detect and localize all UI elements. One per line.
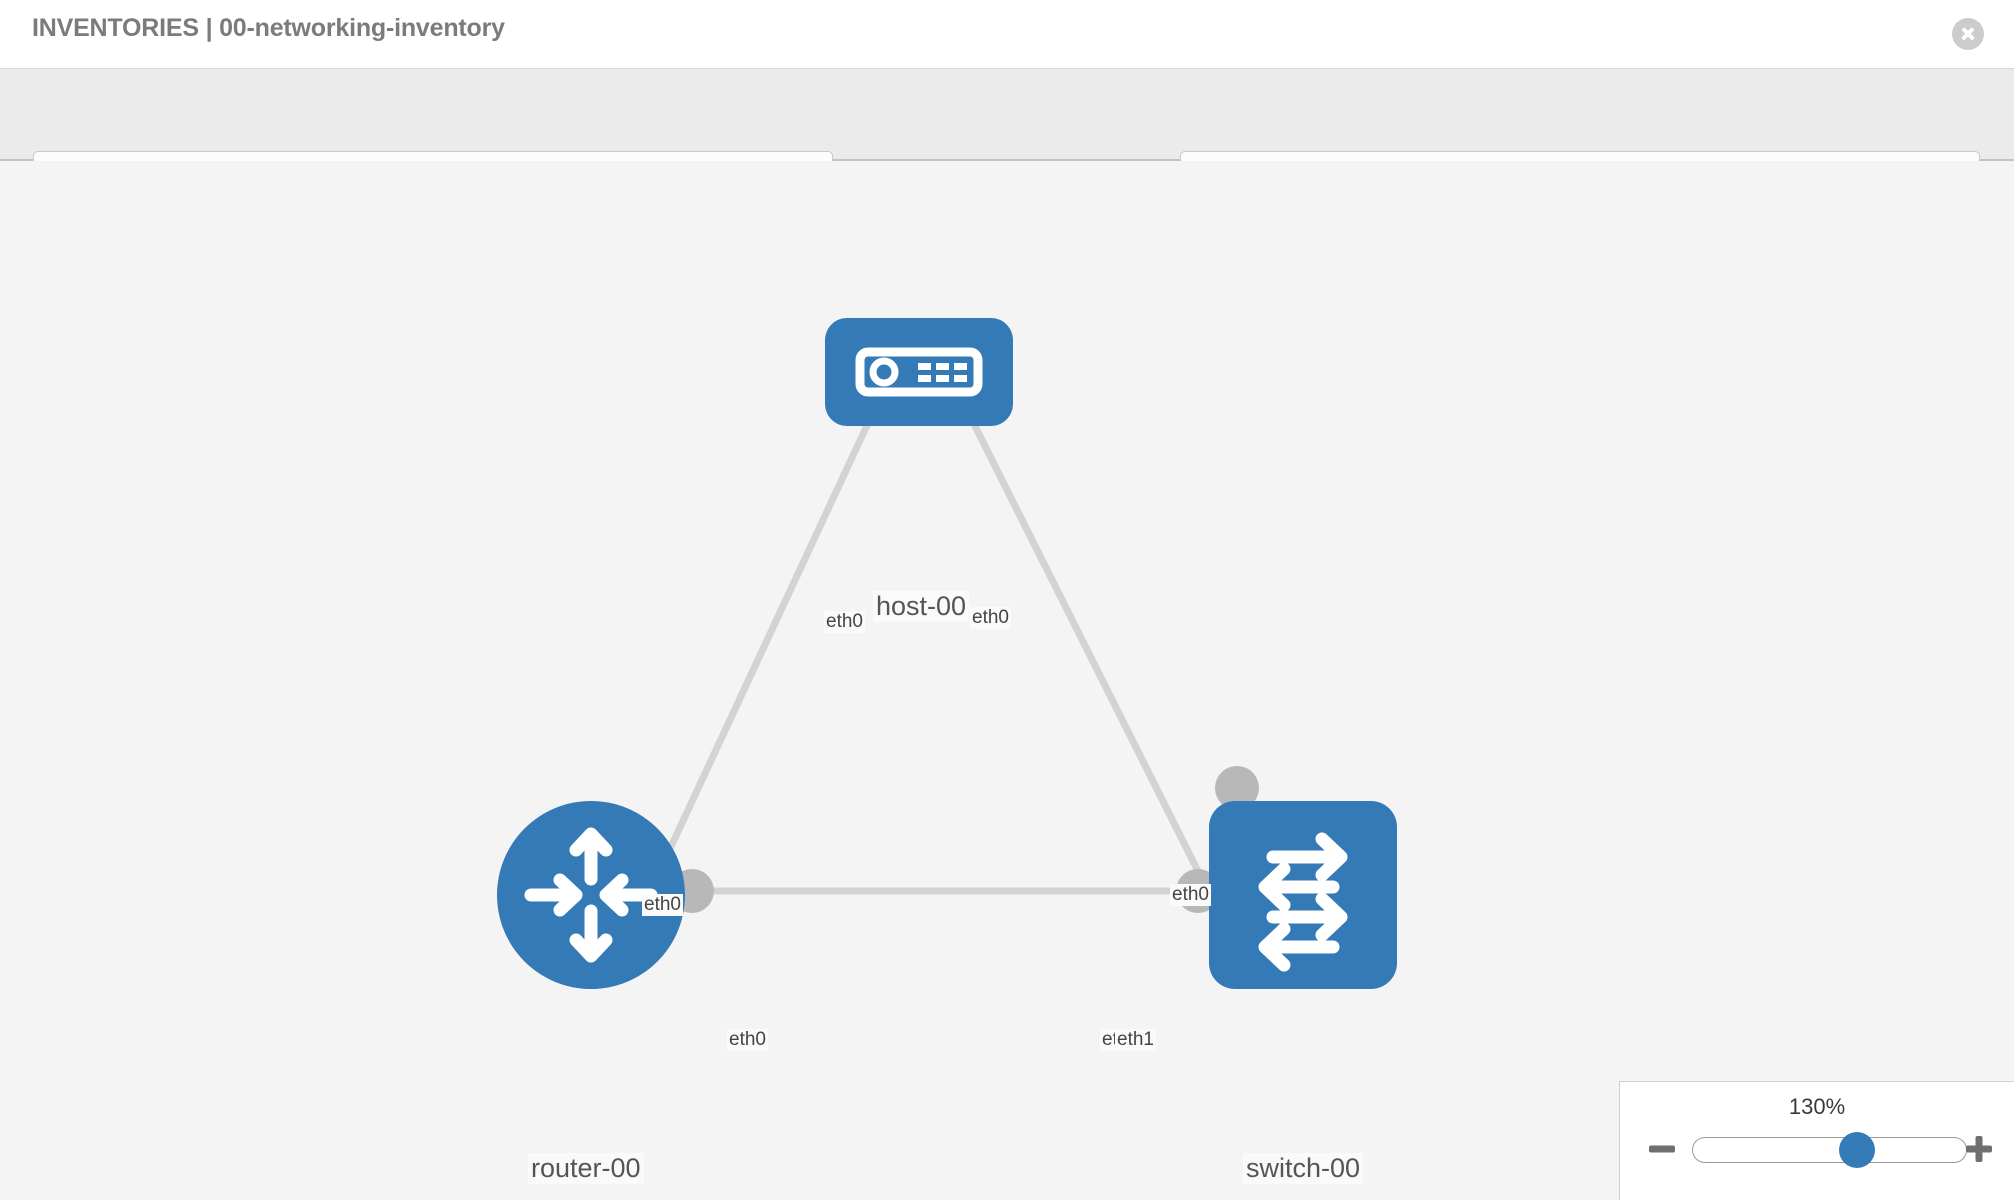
page-title: INVENTORIES | 00-networking-inventory: [32, 14, 505, 42]
iface-label-router-right: eth0: [727, 1029, 768, 1051]
toolbar: ACTIONS SEARCH: [0, 69, 2014, 201]
iface-label-switch-left-b: eth1: [1115, 1029, 1156, 1051]
node-switch-00[interactable]: [1209, 801, 1397, 989]
zoom-slider-track[interactable]: [1692, 1132, 1967, 1168]
link-host-switch[interactable]: [946, 374, 1242, 953]
node-host-00[interactable]: [825, 318, 1013, 426]
iface-label-host-left: eth0: [824, 611, 865, 633]
node-label-host-00: host-00: [873, 591, 970, 622]
server-icon: [855, 347, 983, 397]
switch-icon: [1258, 832, 1348, 972]
node-label-switch-00: switch-00: [1243, 1153, 1364, 1184]
iface-label-router-upper: eth0: [642, 894, 683, 916]
iface-label-host-right: eth0: [970, 607, 1011, 629]
connector-switch-top[interactable]: [1215, 766, 1259, 810]
zoom-slider-thumb[interactable]: [1838, 1132, 1875, 1168]
link-host-router[interactable]: [644, 374, 894, 898]
zoom-level-value: 130%: [1788, 1094, 1846, 1119]
topology-links: [644, 357, 1259, 953]
close-icon[interactable]: [1952, 18, 1984, 50]
page-header: INVENTORIES | 00-networking-inventory: [0, 0, 2014, 69]
zoom-out-button[interactable]: [1645, 1132, 1679, 1166]
topology-canvas[interactable]: host-00 eth0 eth0: [0, 161, 2014, 1200]
zoom-in-button[interactable]: [1962, 1132, 1996, 1166]
iface-label-switch-upper: eth0: [1170, 884, 1211, 906]
node-label-router-00: router-00: [528, 1153, 644, 1184]
router-icon: [524, 827, 658, 963]
zoom-control-panel: 130%: [1619, 1081, 2014, 1200]
